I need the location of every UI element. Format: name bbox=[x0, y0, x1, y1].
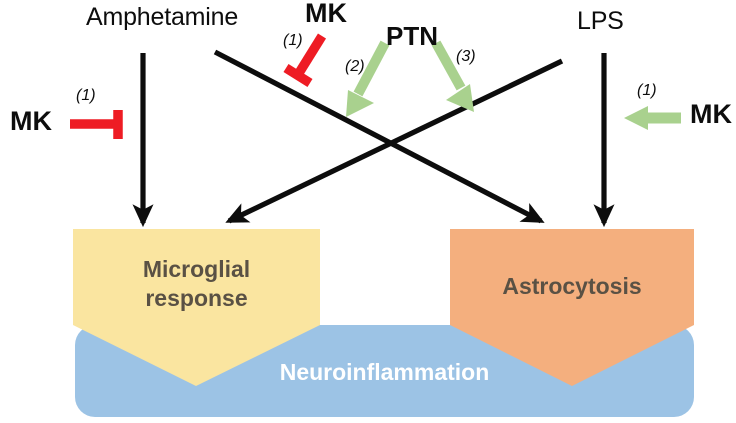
ptn-activation-arrow-3 bbox=[431, 40, 474, 112]
mk-left-inhibition-arrow bbox=[70, 110, 123, 139]
note-label-mk-right: (1) bbox=[637, 82, 657, 99]
outcome-label-astrocytosis: Astrocytosis bbox=[502, 273, 642, 299]
stimulus-label-lps: LPS bbox=[577, 7, 624, 35]
mk-right-activation-arrow bbox=[624, 106, 681, 130]
modulator-label-mk-left: MK bbox=[10, 106, 52, 136]
note-label-mk-left: (1) bbox=[76, 87, 96, 104]
outcome-label-microglial: Microglial response bbox=[142, 256, 251, 312]
astrocytosis-shape bbox=[450, 229, 694, 386]
modulator-label-mk-top: MK bbox=[305, 0, 347, 28]
lps-to-microglial-arrow bbox=[225, 58, 564, 224]
ptn-activation-arrow-2 bbox=[346, 40, 390, 117]
modulator-label-ptn: PTN bbox=[386, 21, 438, 51]
note-label-ptn-2: (2) bbox=[345, 58, 365, 75]
note-label-mk-top: (1) bbox=[283, 32, 303, 49]
note-label-ptn-3: (3) bbox=[456, 48, 476, 65]
mk-top-inhibition-arrow bbox=[283, 33, 327, 88]
stimulus-label-amphetamine: Amphetamine bbox=[86, 3, 239, 31]
amphetamine-to-astrocytosis-arrow bbox=[213, 49, 545, 224]
microglial-response-shape bbox=[73, 229, 320, 386]
modulator-label-mk-right: MK bbox=[690, 99, 732, 129]
band-label-neuroinflammation: Neuroinflammation bbox=[279, 359, 490, 385]
